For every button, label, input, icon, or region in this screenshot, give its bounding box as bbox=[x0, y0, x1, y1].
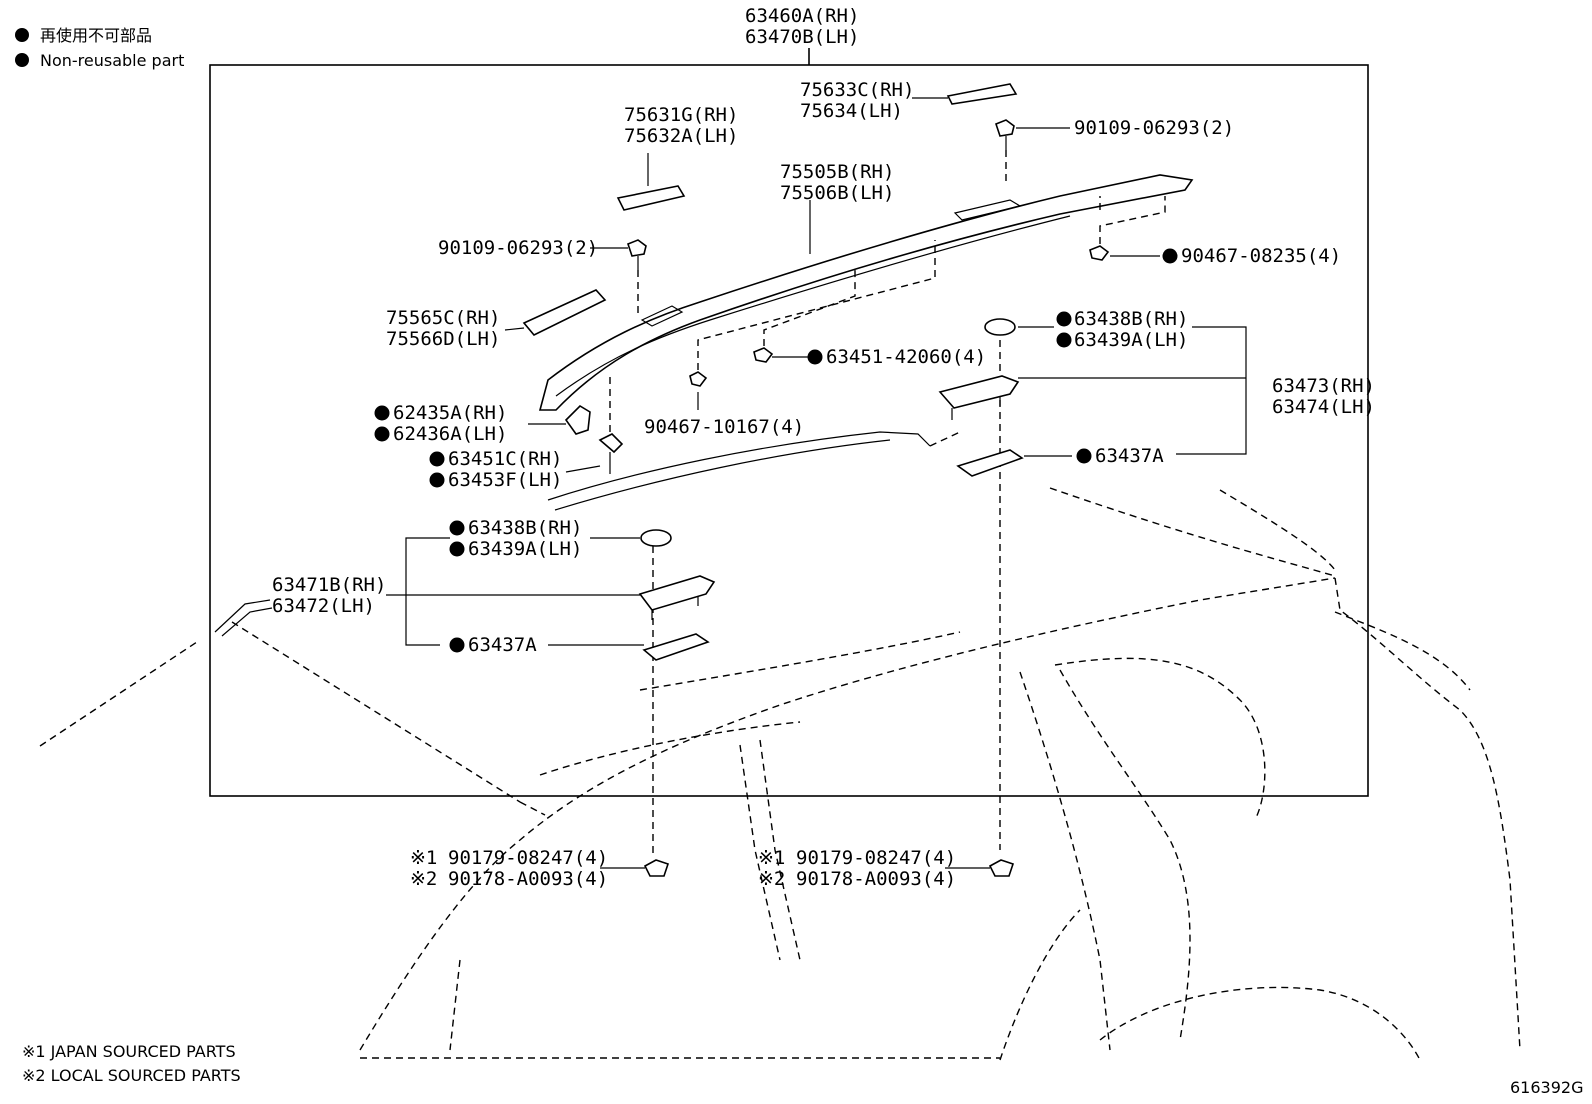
end-cap bbox=[564, 404, 591, 435]
nut-right-2-label: 90178-A0093(4) bbox=[796, 868, 956, 890]
pad-front-rh-label: 63438B(RH) bbox=[468, 517, 582, 539]
figure-number: 616392G bbox=[1510, 1078, 1583, 1097]
leg-front-lh-label: 63472(LH) bbox=[272, 595, 375, 617]
mark2-left: ※2 bbox=[410, 868, 437, 890]
rail-assy-lh-label: 63470B(LH) bbox=[745, 26, 859, 48]
end-cap-rh-label: 62435A(RH) bbox=[393, 402, 507, 424]
pad-front-icon bbox=[640, 529, 672, 547]
stud-rh-label: 63451C(RH) bbox=[448, 448, 562, 470]
bolt-rear-icon bbox=[995, 119, 1015, 150]
legend-en-label: Non-reusable part bbox=[40, 51, 184, 70]
note-japan-sourced: ※1 JAPAN SOURCED PARTS bbox=[22, 1042, 236, 1061]
leg-rear-lh-label: 63474(LH) bbox=[1272, 396, 1375, 418]
cover-mid-rh-label: 75631G(RH) bbox=[624, 104, 738, 126]
gasket-front-icon bbox=[642, 633, 710, 661]
end-cap-lh-label: 62436A(LH) bbox=[393, 423, 507, 445]
clip-mid-icon bbox=[689, 371, 708, 387]
rail-assy-rh-label: 63460A(RH) bbox=[745, 5, 859, 27]
clip-rear-label: 90467-08235(4) bbox=[1181, 245, 1341, 267]
cover-mid-lh-label: 75632A(LH) bbox=[624, 125, 738, 147]
non-reusable-markers bbox=[15, 28, 1178, 653]
leg-rear-rh-label: 63473(RH) bbox=[1272, 375, 1375, 397]
nut-right-icon bbox=[988, 859, 1015, 877]
cover-front-rh-label: 75565C(RH) bbox=[386, 307, 500, 329]
roof-rail bbox=[538, 174, 1194, 411]
pad-rear-lh-label: 63439A(LH) bbox=[1074, 329, 1188, 351]
front-cover bbox=[522, 289, 607, 336]
rail-rh-label: 75505B(RH) bbox=[780, 161, 894, 183]
vehicle-body-outline bbox=[39, 487, 1521, 1061]
bolt-rear-label: 90109-06293(2) bbox=[1074, 117, 1234, 139]
mark2-right: ※2 bbox=[758, 868, 785, 890]
clip-mid-label: 90467-10167(4) bbox=[644, 416, 804, 438]
cover-rear-rh-label: 75633C(RH) bbox=[800, 79, 914, 101]
gasket-front-label: 63437A bbox=[468, 634, 537, 656]
nut-clip-label: 63451-42060(4) bbox=[826, 346, 986, 368]
rear-cover bbox=[946, 83, 1018, 105]
pad-rear-icon bbox=[984, 318, 1016, 336]
mid-cover bbox=[616, 185, 686, 211]
mark1-left: ※1 bbox=[410, 847, 437, 869]
gasket-rear-label: 63437A bbox=[1095, 445, 1164, 467]
assembly-frame bbox=[209, 64, 1369, 797]
nut-left-1-label: 90179-08247(4) bbox=[448, 847, 608, 869]
pad-rear-rh-label: 63438B(RH) bbox=[1074, 308, 1188, 330]
nut-right-1-label: 90179-08247(4) bbox=[796, 847, 956, 869]
bolt-front-label: 90109-06293(2) bbox=[438, 237, 598, 259]
leg-front-icon bbox=[638, 575, 716, 620]
cover-front-lh-label: 75566D(LH) bbox=[386, 328, 500, 350]
leg-rear-icon bbox=[938, 375, 1020, 420]
note-local-sourced: ※2 LOCAL SOURCED PARTS bbox=[22, 1066, 241, 1085]
rail-lh-label: 75506B(LH) bbox=[780, 182, 894, 204]
leader-lines bbox=[386, 97, 1247, 869]
clip-rear-icon bbox=[1089, 245, 1110, 261]
bolt-front-icon bbox=[627, 239, 647, 270]
nut-left-icon bbox=[643, 859, 670, 877]
cover-rear-lh-label: 75634(LH) bbox=[800, 100, 903, 122]
pad-front-lh-label: 63439A(LH) bbox=[468, 538, 582, 560]
nut-left-2-label: 90178-A0093(4) bbox=[448, 868, 608, 890]
leg-front-rh-label: 63471B(RH) bbox=[272, 574, 386, 596]
stud-lh-label: 63453F(LH) bbox=[448, 469, 562, 491]
legend-jp-label: 再使用不可部品 bbox=[40, 26, 152, 45]
stud-icon bbox=[598, 433, 624, 474]
gasket-rear-icon bbox=[956, 449, 1024, 477]
roof-rail-on-roof bbox=[214, 431, 961, 637]
mark1-right: ※1 bbox=[758, 847, 785, 869]
nut-clip-icon bbox=[753, 347, 774, 363]
